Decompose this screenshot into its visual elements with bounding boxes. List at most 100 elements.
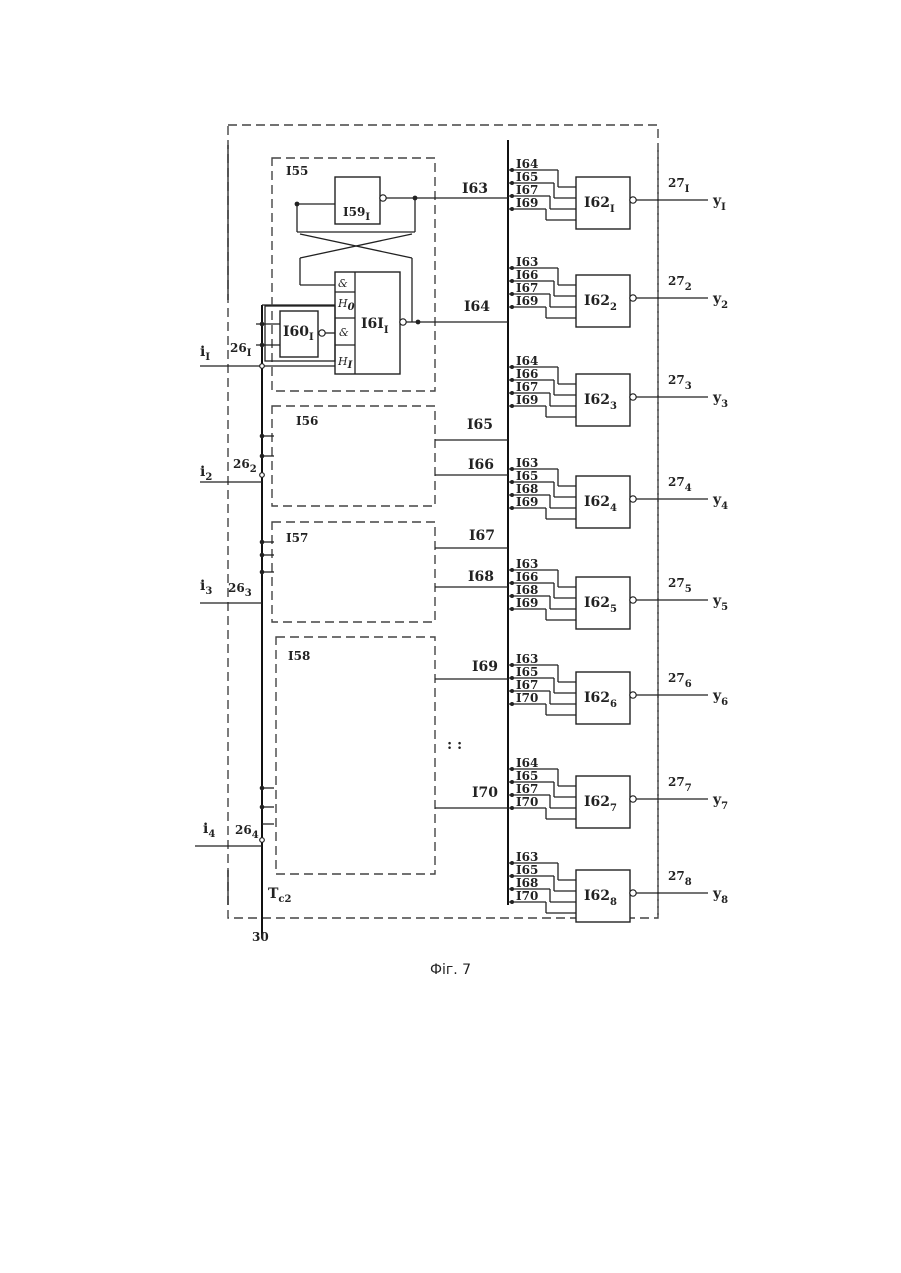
gate-4-input-tap — [510, 467, 514, 471]
gates-layer: I62IyI27II64I65I67I69I622y2272I63I66I67I… — [508, 157, 728, 922]
input-1-label: iI — [200, 344, 210, 363]
gate-3-input-label: I66 — [516, 367, 538, 381]
bus-label-163: I63 — [462, 181, 488, 197]
group-158-box — [276, 637, 435, 874]
gate-2-input-label: I63 — [516, 255, 538, 269]
gate-7-input-tap — [510, 806, 514, 810]
bus-label-166: I66 — [468, 457, 494, 473]
gate-1-input-tap — [510, 207, 514, 211]
input-node-2-label: 262 — [233, 457, 257, 475]
gate-1-input-tap — [510, 194, 514, 198]
gate-6-node-label: 276 — [668, 671, 692, 690]
element-159-output-bubble — [380, 195, 386, 201]
ellipsis-mark: : : — [447, 737, 462, 753]
gate-5-input-tap — [510, 594, 514, 598]
gate-6-input-label: I67 — [516, 678, 538, 692]
gate-6-input-tap — [510, 663, 514, 667]
junction-dot — [416, 320, 421, 325]
gate-3-input-tap — [510, 404, 514, 408]
gate-2-input-label: I67 — [516, 281, 538, 295]
gate-4-input-label: I69 — [516, 495, 538, 509]
bottom-node-label: 30 — [252, 930, 269, 944]
gate-3-input-tap — [510, 391, 514, 395]
gate-2-node-label: 272 — [668, 274, 692, 293]
gate-5-input-tap — [510, 581, 514, 585]
bus-label-167: I67 — [469, 528, 495, 544]
gate-3-input-label: I67 — [516, 380, 538, 394]
gate-8-input-tap — [510, 861, 514, 865]
gate-2-input-tap — [510, 305, 514, 309]
gate-6-output-label: y6 — [712, 688, 728, 708]
gate-6-output-bubble — [630, 692, 636, 698]
gate-1-output-bubble — [630, 197, 636, 203]
gate-5-input-tap — [510, 568, 514, 572]
gate-6-input-tap — [510, 676, 514, 680]
gate-6-input-tap — [510, 689, 514, 693]
clock-rail-taps — [200, 322, 335, 843]
bus-label-170: I70 — [472, 785, 498, 801]
gate-8-output-label: y8 — [712, 886, 728, 906]
gate-4-input-label: I63 — [516, 456, 538, 470]
gate-2-output-bubble — [630, 295, 636, 301]
gate-1-input-tap — [510, 181, 514, 185]
gate-4-node-label: 274 — [668, 475, 692, 494]
gate-7-output-label: y7 — [712, 792, 728, 812]
gate-8-input-label: I70 — [516, 889, 538, 903]
group-158-label: I58 — [288, 649, 310, 663]
gate-8-input-label: I63 — [516, 850, 538, 864]
gate-6-input-label: I63 — [516, 652, 538, 666]
gate-3-input-tap — [510, 378, 514, 382]
gate-8-input-tap — [510, 900, 514, 904]
gate-8-input-tap — [510, 887, 514, 891]
gate-4-output-label: y4 — [712, 492, 728, 512]
input-node-3-label: 263 — [228, 581, 252, 599]
gate-8-input-label: I68 — [516, 876, 538, 890]
gate-5-input-label: I66 — [516, 570, 538, 584]
input-3-label: i3 — [200, 578, 212, 597]
gate-1-input-label: I64 — [516, 157, 538, 171]
gate-7-input-label: I67 — [516, 782, 538, 796]
gate-1-input-label: I67 — [516, 183, 538, 197]
gate-2-input-label: I69 — [516, 294, 538, 308]
input-4-label: i4 — [203, 821, 215, 840]
gate-8-input-label: I65 — [516, 863, 538, 877]
gate-7-node-label: 277 — [668, 775, 692, 794]
gate-4-input-tap — [510, 506, 514, 510]
gate-7-output-bubble — [630, 796, 636, 802]
gate-5-node-label: 275 — [668, 576, 692, 595]
gate-5-input-tap — [510, 607, 514, 611]
gate-2-output-label: y2 — [712, 291, 728, 311]
input-2-label: i2 — [200, 464, 212, 483]
gate-3-input-tap — [510, 365, 514, 369]
element-161-output-bubble — [400, 319, 406, 325]
gate-1-input-label: I69 — [516, 196, 538, 210]
gate-8-input-tap — [510, 874, 514, 878]
gate-1-node-label: 27I — [668, 176, 690, 195]
gate-1-input-tap — [510, 168, 514, 172]
gate-2-input-label: I66 — [516, 268, 538, 282]
pin-and-2: & — [339, 326, 349, 339]
gate-7-input-tap — [510, 793, 514, 797]
gate-1-input-label: I65 — [516, 170, 538, 184]
gate-3-output-label: y3 — [712, 390, 728, 410]
figure-caption: Фіг. 7 — [0, 962, 901, 978]
gate-4-input-label: I65 — [516, 469, 538, 483]
gate-4-input-tap — [510, 480, 514, 484]
gate-8-node-label: 278 — [668, 869, 692, 888]
bus-label-165: I65 — [467, 417, 493, 433]
gate-5-input-label: I69 — [516, 596, 538, 610]
gate-6-input-label: I65 — [516, 665, 538, 679]
gate-6-input-tap — [510, 702, 514, 706]
input-node-4-label: 264 — [235, 823, 259, 841]
gate-3-output-bubble — [630, 394, 636, 400]
gate-3-input-label: I69 — [516, 393, 538, 407]
gate-7-input-tap — [510, 780, 514, 784]
gate-4-output-bubble — [630, 496, 636, 502]
gate-2-input-tap — [510, 292, 514, 296]
gate-3-input-label: I64 — [516, 354, 538, 368]
clock-label: Tc2 — [268, 886, 292, 905]
gate-1-output-label: yI — [712, 193, 726, 213]
gate-4-input-tap — [510, 493, 514, 497]
gate-2-input-tap — [510, 266, 514, 270]
